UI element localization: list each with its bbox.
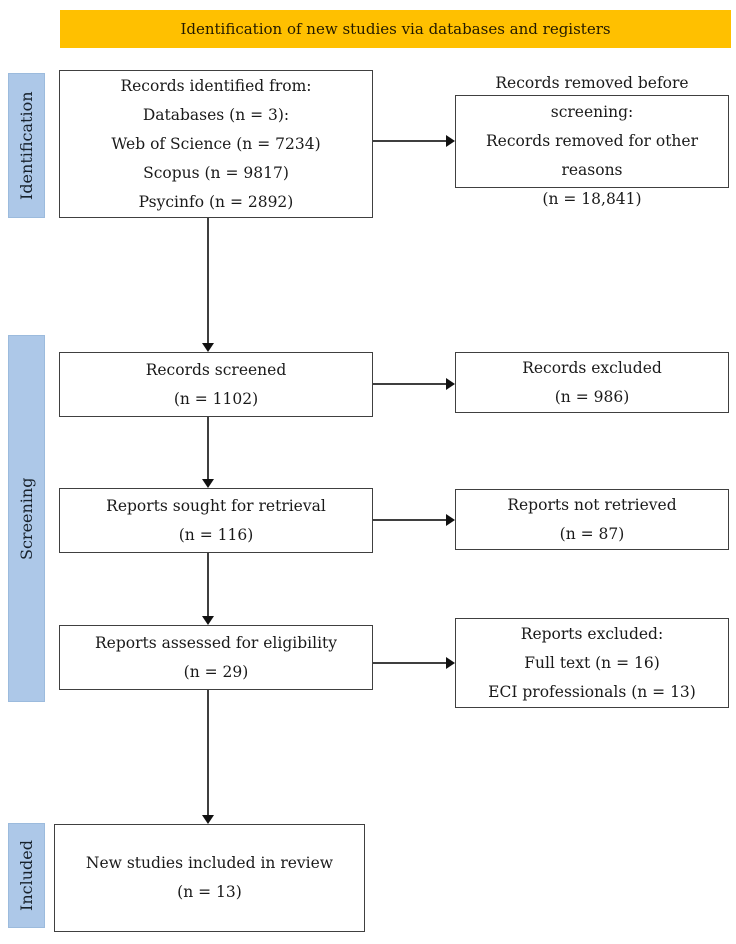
arrow-assessed-to-reports-excluded (373, 662, 446, 664)
arrowhead-right-icon (446, 378, 455, 390)
box-records-removed: Records removed before screening: Record… (455, 74, 729, 208)
box-reports-assessed: Reports assessed for eligibility (n = 29… (59, 625, 373, 690)
box-line: (n = 13) (177, 883, 242, 901)
diagram-title-banner: Identification of new studies via databa… (60, 10, 731, 48)
box-line: (n = 18,841) (542, 190, 642, 208)
box-line: ECI professionals (n = 13) (488, 682, 696, 701)
box-line: Databases (n = 3): (142, 105, 290, 124)
box-line: Records screened (145, 360, 287, 379)
box-line: (n = 1102) (173, 389, 259, 408)
box-records-excluded: Records excluded (n = 986) (455, 352, 729, 413)
stage-label-text: Identification (17, 91, 36, 200)
arrow-identified-to-removed (373, 140, 446, 142)
arrowhead-right-icon (446, 657, 455, 669)
box-line: Records identified from: (120, 76, 312, 95)
box-reports-sought: Reports sought for retrieval (n = 116) (59, 488, 373, 553)
box-records-screened: Records screened (n = 1102) (59, 352, 373, 417)
arrowhead-right-icon (446, 135, 455, 147)
box-line: Records removed before screening: (495, 74, 689, 121)
box-line: Psycinfo (n = 2892) (138, 192, 294, 211)
box-line: Reports not retrieved (507, 495, 677, 514)
arrow-identified-to-screened (207, 218, 209, 343)
stage-label-screening: Screening (8, 335, 45, 702)
arrowhead-down-icon (202, 343, 214, 352)
box-line: Records removed for other reasons (486, 132, 698, 179)
stage-label-included: Included (8, 823, 45, 928)
arrow-sought-to-assessed (207, 553, 209, 616)
stage-label-identification: Identification (8, 73, 45, 218)
box-line: Web of Science (n = 7234) (111, 134, 321, 153)
box-line: Reports assessed for eligibility (94, 633, 338, 652)
arrowhead-down-icon (202, 479, 214, 488)
stage-label-text: Included (17, 840, 36, 911)
arrowhead-down-icon (202, 616, 214, 625)
arrowhead-right-icon (446, 514, 455, 526)
box-line: (n = 87) (559, 524, 625, 543)
arrow-screened-to-excluded (373, 383, 446, 385)
arrow-sought-to-not-retrieved (373, 519, 446, 521)
arrow-assessed-to-included (207, 690, 209, 815)
box-line: Full text (n = 16) (524, 653, 660, 672)
box-line: Reports excluded: (520, 624, 664, 643)
arrow-screened-to-sought (207, 417, 209, 479)
arrowhead-down-icon (202, 815, 214, 824)
box-line: New studies included in review (85, 854, 334, 872)
box-line: Scopus (n = 9817) (143, 163, 289, 182)
box-studies-included: New studies included in review (n = 13) (54, 824, 365, 932)
box-line: (n = 29) (183, 662, 249, 681)
box-line: (n = 986) (554, 387, 630, 406)
stage-label-text: Screening (17, 477, 36, 560)
box-reports-not-retrieved: Reports not retrieved (n = 87) (455, 489, 729, 550)
diagram-title: Identification of new studies via databa… (180, 20, 611, 38)
box-reports-excluded: Reports excluded: Full text (n = 16) ECI… (455, 618, 729, 708)
box-line: (n = 116) (178, 525, 254, 544)
box-records-identified: Records identified from: Databases (n = … (59, 70, 373, 218)
box-line: Records excluded (522, 358, 662, 377)
box-line: Reports sought for retrieval (106, 496, 326, 515)
